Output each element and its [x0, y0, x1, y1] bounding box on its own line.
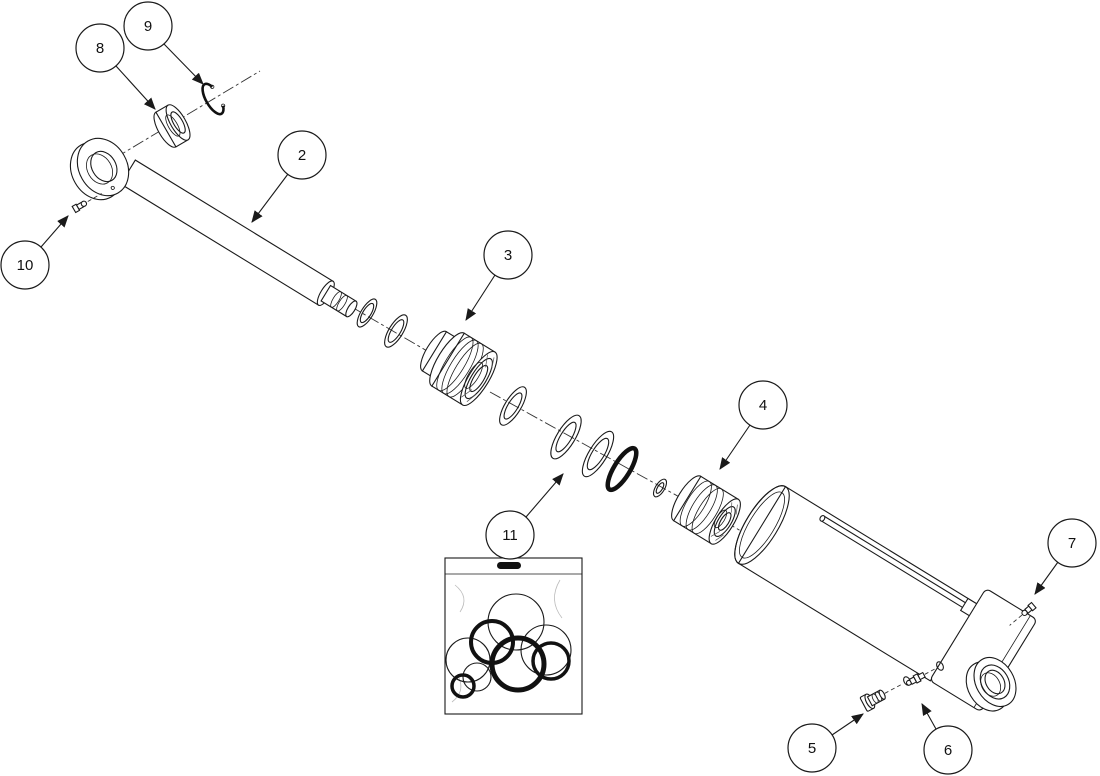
callout-label-7: 7	[1068, 535, 1076, 552]
hang-slot	[497, 562, 521, 569]
leader-line-6	[921, 703, 937, 730]
grease-fitting-part-7	[1009, 601, 1037, 626]
callout-balloon-10[interactable]: 10	[0, 240, 50, 290]
cylinder-barrel	[734, 485, 979, 682]
fitting-port-hole	[936, 661, 944, 671]
piston-rod-part-2	[119, 159, 358, 318]
callout-balloon-6[interactable]: 6	[923, 725, 973, 775]
callout-label-4: 4	[759, 397, 767, 414]
leader-line-4	[719, 424, 751, 470]
rod-eye	[69, 137, 130, 201]
centerline-eye-axis	[114, 70, 261, 159]
callout-balloon-5[interactable]: 5	[787, 723, 837, 773]
leader-line-7	[1034, 561, 1059, 595]
callout-label-3: 3	[504, 247, 512, 264]
callout-balloon-4[interactable]: 4	[738, 380, 788, 430]
callout-label-8: 8	[96, 40, 104, 57]
leader-line-3	[465, 274, 496, 321]
piston-part-4	[671, 475, 741, 545]
port-fitting-part-6	[905, 667, 937, 686]
rear-eye	[965, 657, 1017, 712]
backup-ring-piston	[581, 430, 615, 478]
leader-line-8	[115, 65, 156, 110]
callout-label-10: 10	[17, 257, 34, 274]
plug-part-5	[859, 683, 903, 712]
callout-label-2: 2	[298, 147, 306, 164]
callout-balloon-7[interactable]: 7	[1047, 518, 1097, 568]
o-ring-gland	[550, 414, 582, 460]
callout-balloon-11[interactable]: 11	[485, 510, 535, 560]
backup-ring-rod-end	[356, 298, 378, 328]
leader-line-2	[251, 173, 289, 223]
leader-line-11	[525, 473, 564, 518]
callout-balloon-9[interactable]: 9	[123, 1, 173, 51]
callout-balloon-8[interactable]: 8	[75, 23, 125, 73]
callout-label-9: 9	[144, 18, 152, 35]
seal-kit-part-11	[444, 557, 583, 715]
grease-fitting-part-10	[71, 193, 102, 214]
callout-label-5: 5	[808, 740, 816, 757]
backup-ring-gland	[499, 386, 527, 426]
callout-balloon-3[interactable]: 3	[483, 230, 533, 280]
o-ring-rod-end	[384, 314, 408, 348]
snap-ring-part-9	[201, 82, 226, 116]
o-ring-small	[652, 478, 668, 498]
piston-seal-ring	[605, 445, 639, 493]
leader-line-9	[163, 43, 204, 85]
callout-balloon-2[interactable]: 2	[277, 130, 327, 180]
gland-part-3	[420, 330, 498, 406]
grease-hole	[110, 185, 115, 190]
leader-line-10	[40, 215, 69, 248]
bearing-part-8	[153, 104, 191, 148]
leader-line-5	[831, 713, 864, 736]
callout-label-6: 6	[944, 742, 952, 759]
callout-label-11: 11	[502, 527, 518, 544]
